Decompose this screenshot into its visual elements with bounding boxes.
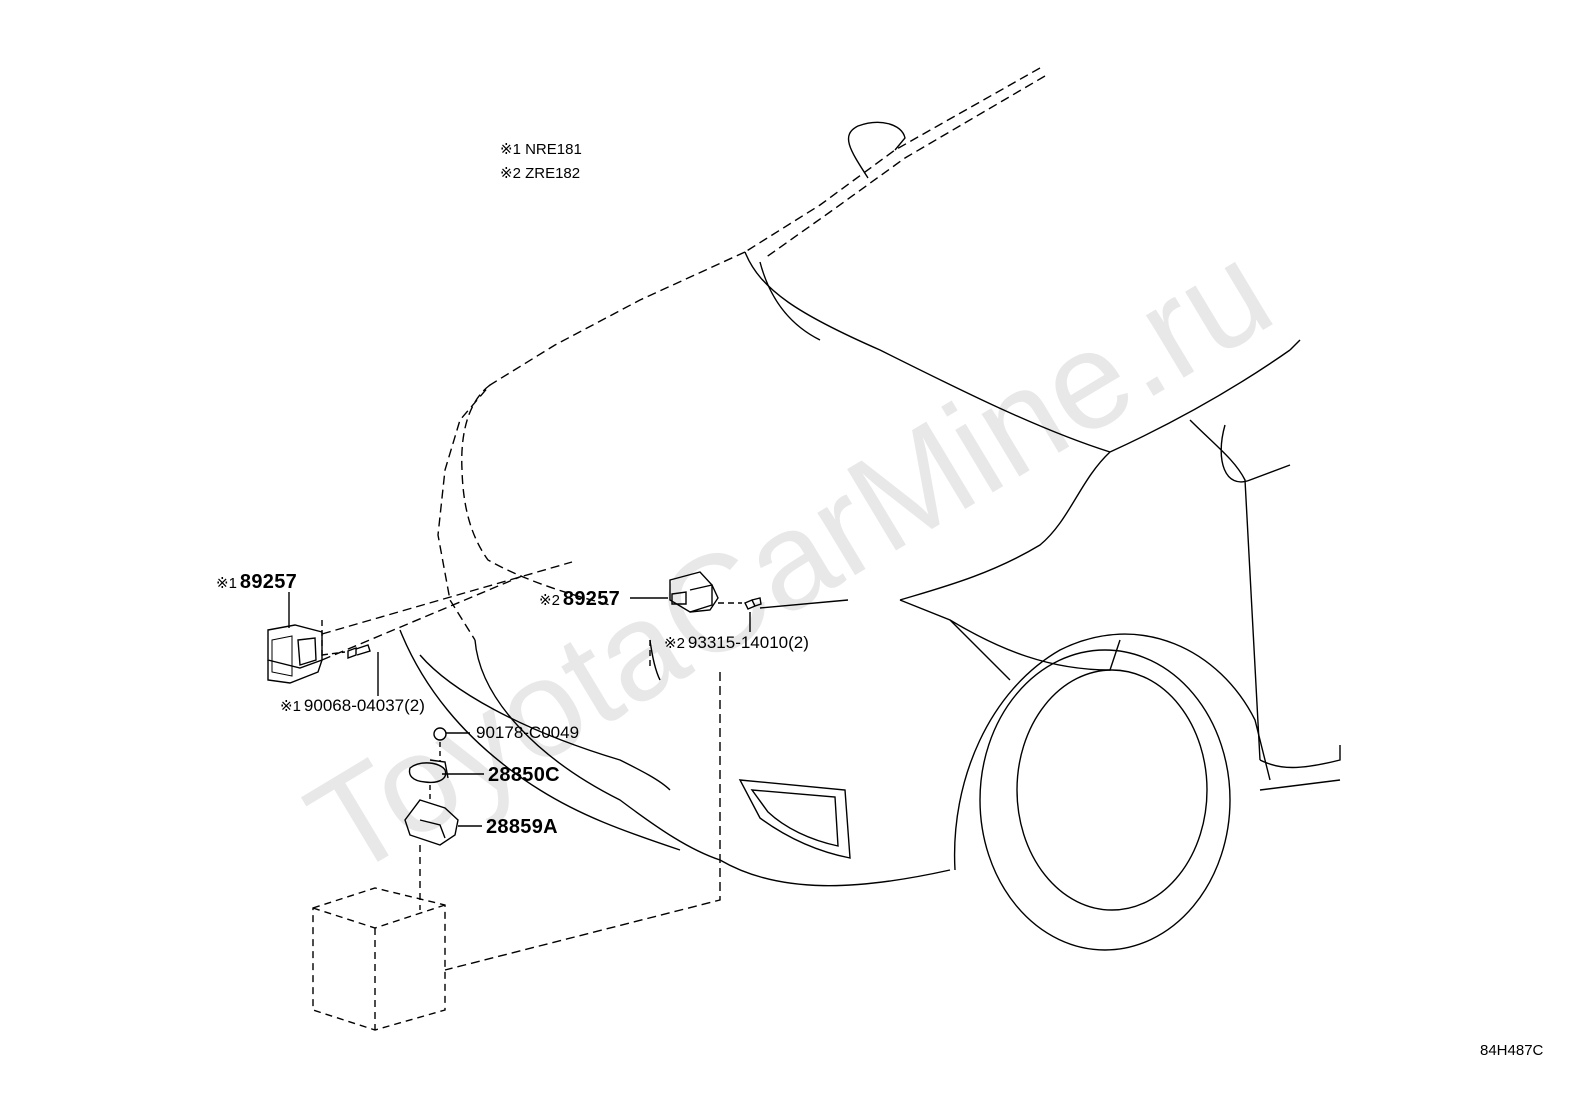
pillar bbox=[1189, 419, 1261, 761]
label-sensor-2-mark: ※2 bbox=[539, 592, 560, 609]
wheel-arch bbox=[953, 633, 1271, 871]
fog-lamp bbox=[738, 779, 851, 859]
illustration-reference: 84H487C bbox=[1480, 1042, 1544, 1059]
hood-sensor-line bbox=[759, 599, 849, 609]
windshield-edge-inner bbox=[764, 75, 1046, 259]
bracket-shape bbox=[404, 799, 459, 846]
dash-bolt-1 bbox=[321, 651, 346, 656]
bolt-2-shape bbox=[744, 597, 762, 610]
roof-line bbox=[1109, 349, 1291, 453]
dash-sensor-2-down bbox=[444, 672, 721, 971]
grille-line bbox=[419, 654, 671, 791]
label-sensor-2-number: 89257 bbox=[562, 588, 621, 610]
clamp-shape bbox=[408, 759, 449, 784]
label-clamp: 28850C bbox=[488, 764, 560, 786]
hood-outline bbox=[437, 251, 746, 641]
rocker-2 bbox=[1259, 779, 1341, 791]
wheel-inner bbox=[1016, 669, 1208, 911]
label-sensor-1-mark: ※1 bbox=[216, 575, 237, 592]
dash-sensor-1 bbox=[321, 561, 573, 635]
body-curve bbox=[649, 639, 661, 681]
bumper-front bbox=[474, 639, 721, 861]
side-line bbox=[1289, 339, 1301, 351]
label-bracket: 28859A bbox=[486, 816, 558, 838]
legend-1-text: NRE181 bbox=[525, 141, 582, 158]
rocker bbox=[1259, 745, 1341, 769]
mirror bbox=[847, 121, 906, 179]
sensor-1-shape bbox=[267, 624, 323, 684]
fender-line bbox=[949, 619, 1121, 671]
hood-fold bbox=[461, 384, 611, 606]
nut-shape bbox=[433, 727, 447, 741]
fog-lamp-inner bbox=[750, 789, 839, 847]
bumper-edge bbox=[399, 629, 681, 851]
legend-2-text: ZRE182 bbox=[525, 165, 581, 182]
label-bolt-1-number: 90068-04037(2) bbox=[303, 696, 425, 715]
label-sensor-1-number: 89257 bbox=[239, 571, 298, 593]
bolt-1-shape bbox=[347, 644, 371, 660]
wheel-outer bbox=[979, 649, 1231, 951]
label-nut: 90178-C0049 bbox=[476, 723, 580, 742]
hood-line-1 bbox=[744, 251, 1111, 453]
legend-1-mark: ※1 bbox=[500, 141, 521, 158]
legend-2: ※2 ZRE182 bbox=[500, 166, 580, 181]
battery-shape bbox=[312, 887, 446, 1031]
sensor-2-shape bbox=[669, 571, 719, 613]
windshield-edge bbox=[744, 67, 1041, 253]
hood-crease bbox=[759, 261, 821, 341]
pillar-b bbox=[1220, 424, 1291, 483]
legend-2-mark: ※2 bbox=[500, 165, 521, 182]
bumper-lower bbox=[719, 859, 951, 887]
fender-top bbox=[899, 599, 1011, 681]
label-bolt-1-mark: ※1 bbox=[280, 698, 301, 715]
label-bolt-2-mark: ※2 bbox=[664, 635, 685, 652]
label-bolt-2-number: 93315-14010(2) bbox=[687, 633, 809, 652]
legend-1: ※1 NRE181 bbox=[500, 142, 582, 157]
hood-line-2 bbox=[899, 451, 1111, 601]
dash-sensor-1b bbox=[321, 575, 523, 661]
